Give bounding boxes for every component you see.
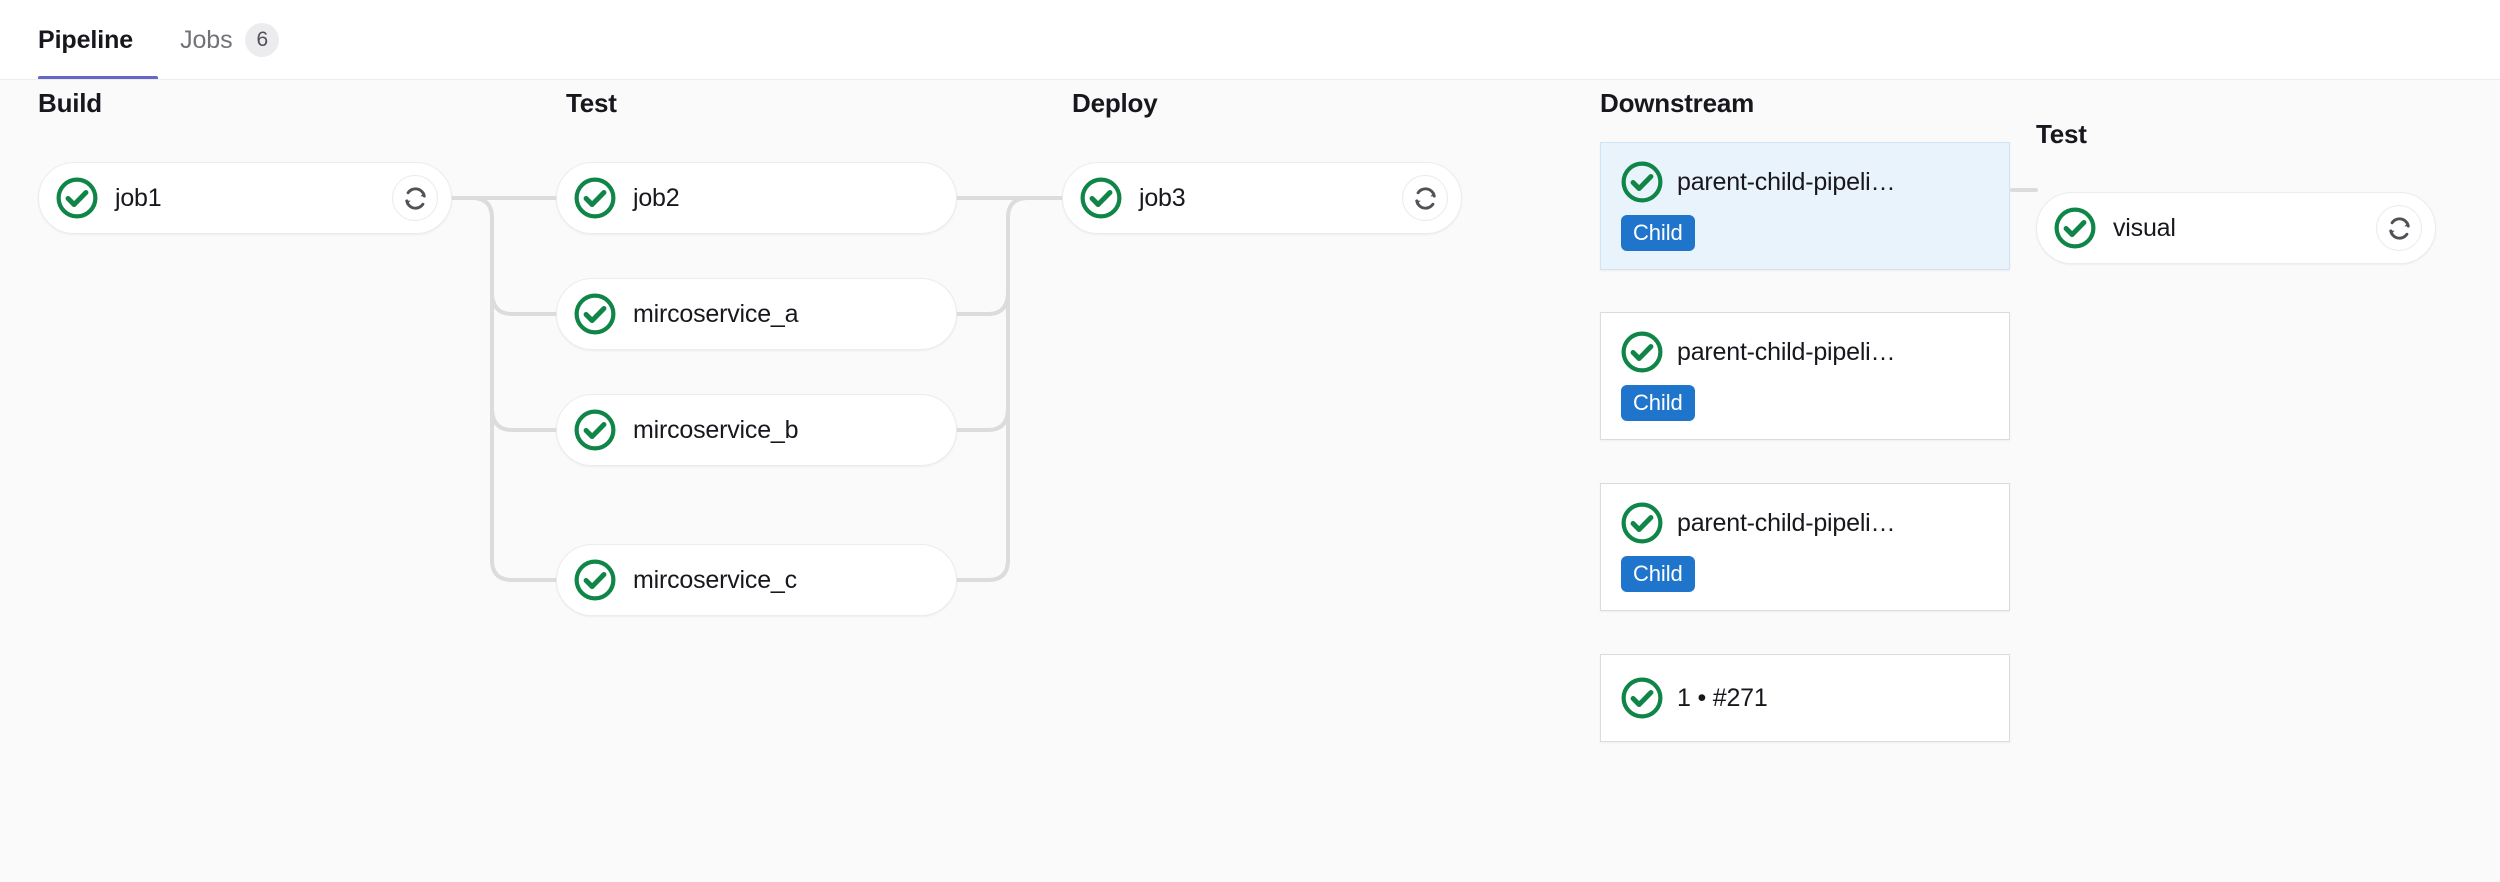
status-success-icon bbox=[1621, 502, 1663, 544]
downstream-pipeline-name: parent-child-pipeli… bbox=[1677, 167, 1896, 196]
stage-build: Build bbox=[38, 88, 102, 119]
job-node-job2[interactable]: job2 bbox=[556, 162, 957, 234]
status-success-icon bbox=[1621, 161, 1663, 203]
downstream-card-header: parent-child-pipeli… bbox=[1621, 161, 1989, 203]
tab-pipeline-label: Pipeline bbox=[38, 25, 134, 54]
stage-downstream: Downstream bbox=[1600, 88, 1754, 119]
retry-icon[interactable] bbox=[392, 175, 438, 221]
tab-bar: Pipeline Jobs 6 bbox=[0, 0, 2500, 80]
status-success-icon bbox=[574, 177, 616, 219]
downstream-pipeline-name: 1 • #271 bbox=[1677, 683, 1768, 712]
job-node-microservice-b[interactable]: mircoservice_b bbox=[556, 394, 957, 466]
tab-bar-divider bbox=[0, 79, 2500, 80]
stage-downstream-title: Downstream bbox=[1600, 88, 1755, 118]
tab-jobs-count-badge: 6 bbox=[245, 23, 280, 57]
job-label: mircoservice_a bbox=[633, 299, 799, 328]
stage-deploy: Deploy bbox=[1072, 88, 1158, 119]
job-node-job1[interactable]: job1 bbox=[38, 162, 452, 234]
status-success-icon bbox=[2054, 207, 2096, 249]
status-success-icon bbox=[1621, 677, 1663, 719]
stage-test: Test bbox=[566, 88, 617, 119]
pipeline-graph: Build job1 Test job2 m bbox=[0, 80, 2500, 882]
tab-jobs[interactable]: Jobs 6 bbox=[158, 0, 301, 80]
tab-pipeline[interactable]: Pipeline bbox=[38, 0, 159, 80]
tab-list: Pipeline Jobs 6 bbox=[38, 0, 301, 80]
retry-glyph bbox=[404, 186, 426, 210]
downstream-card-3[interactable]: parent-child-pipeli… Child bbox=[1600, 483, 2010, 611]
status-success-icon bbox=[1621, 331, 1663, 373]
edge-microservice-b-merge bbox=[955, 406, 1010, 432]
job-label: job1 bbox=[115, 183, 162, 212]
tab-active-indicator bbox=[38, 76, 159, 80]
job-label: job2 bbox=[633, 183, 680, 212]
job-label: mircoservice_b bbox=[633, 415, 799, 444]
retry-icon[interactable] bbox=[2376, 205, 2422, 251]
status-success-icon bbox=[56, 177, 98, 219]
job-node-job3[interactable]: job3 bbox=[1062, 162, 1462, 234]
edge-job1-microservice-b bbox=[490, 406, 558, 432]
job-label: visual bbox=[2113, 213, 2176, 242]
retry-icon[interactable] bbox=[1402, 175, 1448, 221]
job-node-microservice-a[interactable]: mircoservice_a bbox=[556, 278, 957, 350]
job-node-visual[interactable]: visual bbox=[2036, 192, 2436, 264]
status-success-icon bbox=[574, 409, 616, 451]
stage-test-title: Test bbox=[566, 88, 617, 118]
stage-nested-test: Test bbox=[2036, 119, 2087, 150]
job-label: mircoservice_c bbox=[633, 565, 797, 594]
downstream-child-badge: Child bbox=[1621, 556, 1695, 592]
retry-glyph bbox=[2388, 216, 2410, 240]
retry-glyph bbox=[1414, 186, 1436, 210]
job-node-microservice-c[interactable]: mircoservice_c bbox=[556, 544, 957, 616]
downstream-card-header: 1 • #271 bbox=[1621, 677, 1989, 719]
edge-microservice-a-merge bbox=[955, 290, 1010, 316]
status-success-icon bbox=[574, 293, 616, 335]
downstream-pipeline-name: parent-child-pipeli… bbox=[1677, 337, 1896, 366]
edge-test-merge-trunk bbox=[955, 196, 1064, 582]
job-label: job3 bbox=[1139, 183, 1186, 212]
stage-nested-test-title: Test bbox=[2036, 119, 2087, 149]
downstream-child-badge: Child bbox=[1621, 215, 1695, 251]
downstream-card-header: parent-child-pipeli… bbox=[1621, 502, 1989, 544]
stage-deploy-title: Deploy bbox=[1072, 88, 1158, 118]
status-success-icon bbox=[1080, 177, 1122, 219]
tab-jobs-label: Jobs bbox=[180, 25, 233, 54]
downstream-card-2[interactable]: parent-child-pipeli… Child bbox=[1600, 312, 2010, 440]
downstream-card-header: parent-child-pipeli… bbox=[1621, 331, 1989, 373]
downstream-card-1[interactable]: parent-child-pipeli… Child bbox=[1600, 142, 2010, 270]
edge-job1-trunk bbox=[450, 196, 558, 582]
downstream-child-badge: Child bbox=[1621, 385, 1695, 421]
stage-build-title: Build bbox=[38, 88, 102, 118]
status-success-icon bbox=[574, 559, 616, 601]
downstream-card-4[interactable]: 1 • #271 bbox=[1600, 654, 2010, 742]
edge-job1-microservice-a bbox=[490, 290, 558, 316]
downstream-pipeline-name: parent-child-pipeli… bbox=[1677, 508, 1896, 537]
